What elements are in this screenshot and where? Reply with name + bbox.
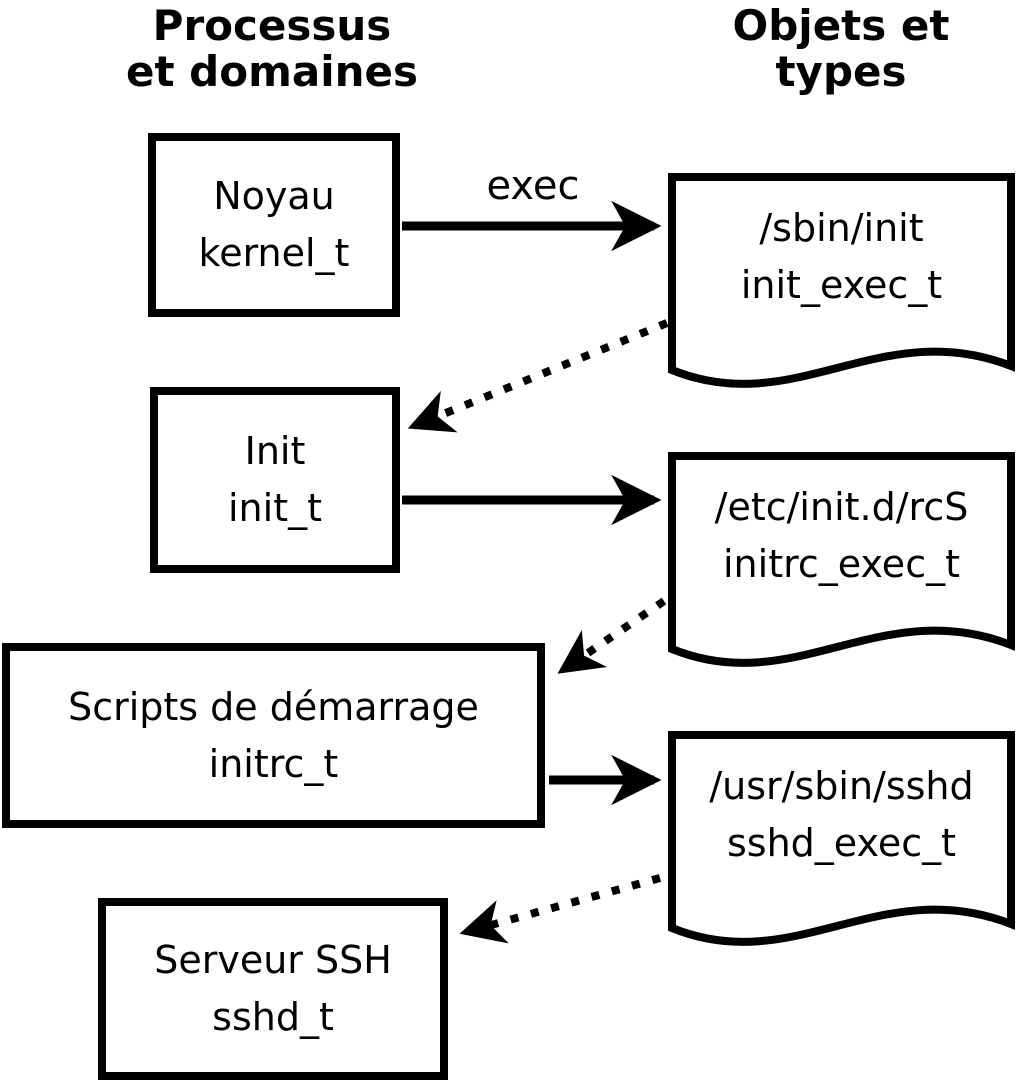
left-column-header-line2: et domaines [126, 47, 418, 96]
object-path: /usr/sbin/sshd [709, 764, 974, 808]
right-column-header-line1: Objets et [732, 1, 950, 50]
transition-arrow-sshd-exec-to-sshd [459, 874, 662, 944]
right-column-header-line2: types [775, 47, 907, 96]
exec-edge-label: exec [486, 163, 580, 209]
document-shape-init-exec [668, 173, 1015, 388]
process-type: kernel_t [198, 231, 350, 275]
left-column-header: Processus et domaines [72, 3, 472, 95]
process-type: init_t [228, 486, 322, 530]
process-box-sshd: Serveur SSH sshd_t [98, 898, 448, 1080]
transition-arrow-initrc-exec-to-initrc [557, 597, 667, 674]
right-column-header: Objets et types [645, 3, 1024, 95]
process-label: Scripts de démarrage [68, 684, 479, 729]
process-box-kernel: Noyau kernel_t [148, 133, 400, 317]
document-shape-initrc-exec [668, 452, 1015, 667]
process-label: Init [244, 429, 306, 473]
object-type: init_exec_t [740, 263, 943, 307]
process-box-init: Init init_t [150, 387, 400, 573]
process-label: Serveur SSH [154, 938, 392, 982]
transition-arrow-init-exec-to-init [407, 319, 669, 433]
object-path: /etc/init.d/rcS [714, 485, 969, 529]
object-doc-initrc-exec-text: /etc/init.d/rcS initrc_exec_t [668, 479, 1015, 593]
process-label: Noyau [213, 174, 335, 218]
process-box-initrc: Scripts de démarrage initrc_t [2, 643, 545, 828]
process-type: sshd_t [212, 995, 334, 1039]
left-column-header-line1: Processus [152, 1, 392, 50]
object-doc-sshd-exec-text: /usr/sbin/sshd sshd_exec_t [668, 758, 1015, 872]
object-path: /sbin/init [759, 206, 924, 250]
object-type: initrc_exec_t [723, 542, 960, 586]
object-doc-init-exec-text: /sbin/init init_exec_t [668, 200, 1015, 314]
process-type: initrc_t [208, 741, 339, 786]
object-type: sshd_exec_t [726, 821, 956, 865]
document-shape-sshd-exec [668, 731, 1015, 946]
